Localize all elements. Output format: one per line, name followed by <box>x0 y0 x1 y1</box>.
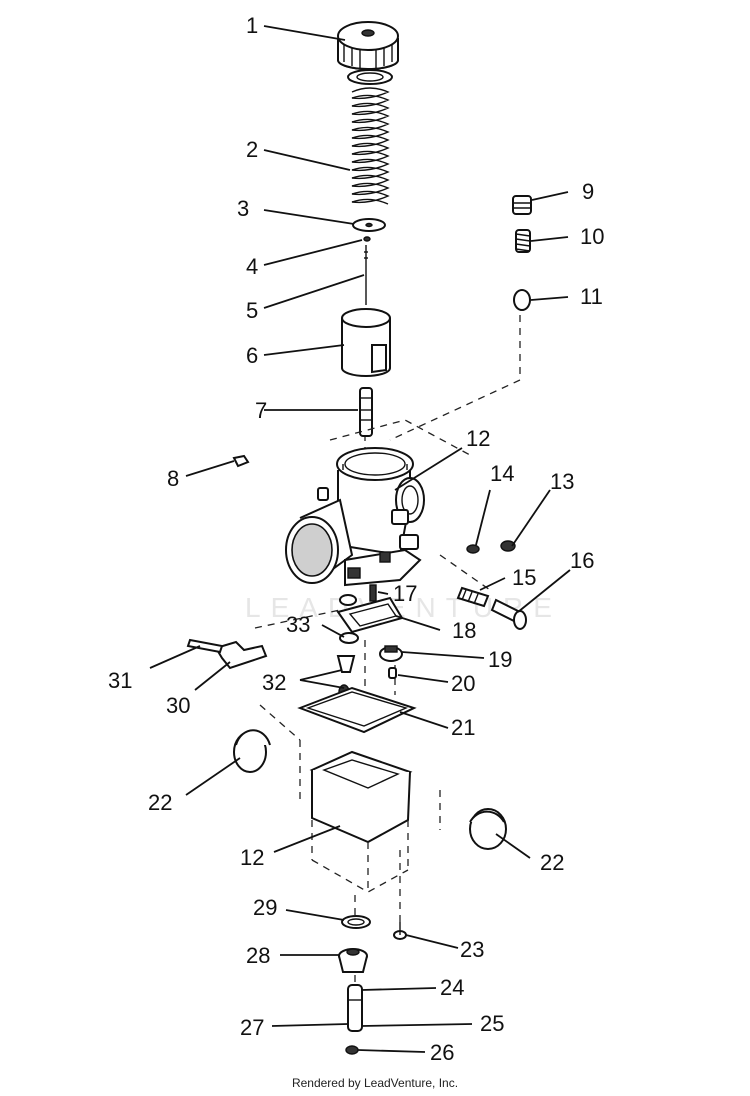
callout-9: 9 <box>582 179 594 204</box>
callout-3: 3 <box>237 196 249 221</box>
callout-15: 15 <box>512 565 536 590</box>
part-24-drain-tube <box>347 984 363 1032</box>
part-10-spring <box>515 229 531 253</box>
callout-19: 19 <box>488 647 512 672</box>
footer-credit: Rendered by LeadVenture, Inc. <box>291 1076 459 1090</box>
part-9-pilot-screw <box>512 195 532 215</box>
part-29-clip <box>341 915 371 929</box>
callout-24: 24 <box>440 975 464 1000</box>
callout-6: 6 <box>246 343 258 368</box>
callout-5: 5 <box>246 298 258 323</box>
part-6-throttle-slide <box>341 308 391 377</box>
part-30-bracket <box>214 640 268 670</box>
part-12-float-bowl <box>309 750 413 893</box>
callout-21: 21 <box>451 715 475 740</box>
part-1-top-cap <box>337 21 399 85</box>
callout-32: 32 <box>262 670 286 695</box>
part-22-float-right <box>469 808 507 850</box>
part-5-jet-needle <box>364 245 368 305</box>
callout-10: 10 <box>580 224 604 249</box>
callout-29: 29 <box>253 895 277 920</box>
part-21-float-bowl-gasket <box>297 686 417 734</box>
callout-8: 8 <box>167 466 179 491</box>
part-23-screw <box>393 922 407 940</box>
callout-11: 11 <box>580 284 603 309</box>
callout-1: 1 <box>246 13 258 38</box>
callout-27: 27 <box>240 1015 264 1040</box>
part-13-fitting <box>500 540 516 552</box>
part-33-washer <box>339 594 359 644</box>
leader-lines <box>149 25 571 1053</box>
part-28-plug <box>338 948 368 973</box>
part-17-pin <box>369 584 377 602</box>
part-7-needle-jet <box>359 387 373 437</box>
callout-33: 33 <box>286 612 310 637</box>
callout-14: 14 <box>490 461 514 486</box>
part-4-clip <box>363 236 371 242</box>
part-26-seal <box>345 1045 359 1055</box>
callout-numbers: 1 2 3 4 5 6 7 8 9 10 11 12 13 14 15 16 1… <box>108 13 604 1065</box>
callout-4: 4 <box>246 254 258 279</box>
part-11-washer <box>513 289 531 311</box>
callout-18: 18 <box>452 618 476 643</box>
callout-25: 25 <box>480 1011 504 1036</box>
callout-2: 2 <box>246 137 258 162</box>
part-12-carburetor-body <box>285 419 471 587</box>
callout-17: 17 <box>393 581 417 606</box>
part-15-spring <box>456 586 490 608</box>
callout-20: 20 <box>451 671 475 696</box>
callout-12a: 12 <box>466 426 490 451</box>
part-8-pin <box>232 454 250 468</box>
callout-23: 23 <box>460 937 484 962</box>
callout-22b: 22 <box>540 850 564 875</box>
part-31-pin <box>186 638 224 654</box>
part-3-retainer-plate <box>352 218 386 232</box>
callout-7: 7 <box>255 398 267 423</box>
part-14-o-ring <box>466 544 480 554</box>
callout-31: 31 <box>108 668 132 693</box>
part-20-main-jet <box>388 667 397 679</box>
callout-16: 16 <box>570 548 594 573</box>
callout-22a: 22 <box>148 790 172 815</box>
callout-28: 28 <box>246 943 270 968</box>
callout-30: 30 <box>166 693 190 718</box>
callout-12b: 12 <box>240 845 264 870</box>
part-2-spring <box>351 87 390 205</box>
part-19-main-jet-holder <box>379 645 403 662</box>
callout-26: 26 <box>430 1040 454 1065</box>
part-22-float-left <box>233 729 271 773</box>
callout-13: 13 <box>550 469 574 494</box>
part-16-idle-screw <box>490 598 527 630</box>
